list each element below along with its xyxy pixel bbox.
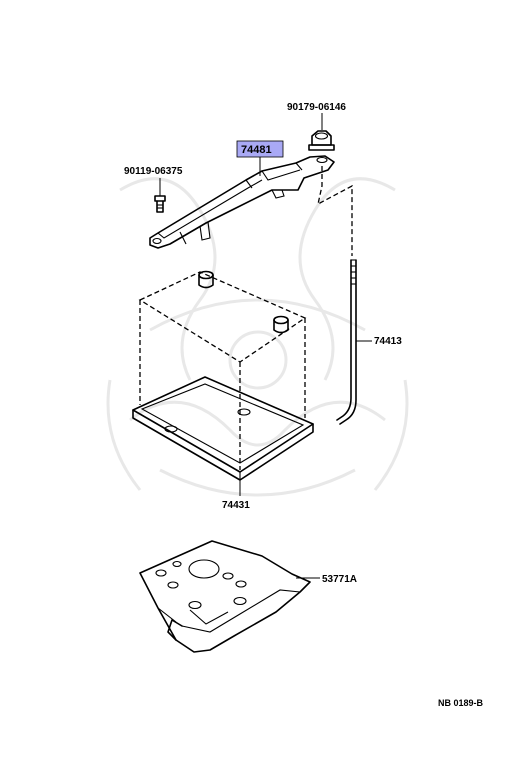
rod-part-number: 74413 [374,336,402,347]
battery-bracket-part [139,540,320,653]
nut-rod-hidden-line [317,166,353,256]
watermark-emblem [106,177,409,497]
bracket-part-number: 53771A [322,574,357,585]
bolt-part [154,178,166,213]
hold-down-rod-part [336,259,372,425]
battery-outline [138,270,307,470]
battery-clamp-part [149,155,335,249]
nut-part-number: 90179-06146 [287,102,346,113]
battery-tray-part [132,376,314,496]
nut-part [308,113,335,151]
tray-part-number: 74431 [222,500,250,511]
clamp-part-number: 74481 [241,144,272,156]
bolt-part-number: 90119-06375 [124,166,183,177]
diagram-reference-code: NB 0189-B [438,698,484,708]
